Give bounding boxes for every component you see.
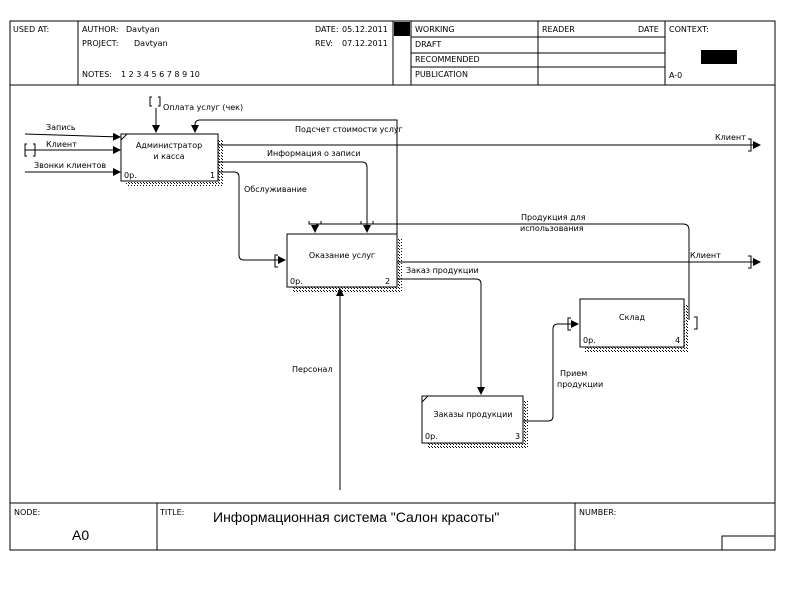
box-3-number: 3 — [515, 432, 520, 441]
diagram-body: Администратор и касса 0р. 1 Оказание усл… — [9, 84, 776, 504]
activity-box-3[interactable]: Заказы продукции 0р. 3 — [421, 395, 528, 448]
rev-value: 07.12.2011 — [342, 39, 388, 48]
arrow-podschet-label: Подсчет стоимости услуг — [295, 125, 403, 134]
activity-box-4[interactable]: Склад 0р. 4 — [579, 298, 689, 352]
diagram-title: Информационная система "Салон красоты" — [213, 509, 499, 525]
tunnel-icon — [24, 143, 36, 157]
arrow-zvonki-label: Звонки клиентов — [34, 161, 106, 170]
arrow-klient-out-1[interactable]: Клиент — [218, 133, 761, 152]
arrow-produkciya[interactable]: Продукция для использования — [308, 213, 698, 330]
context-thumbnail — [701, 50, 737, 64]
arrow-klient-out-2-label: Клиент — [690, 251, 721, 260]
tunnel-icon — [308, 221, 322, 225]
footer: NODE: A0 TITLE: Информационная система "… — [9, 502, 776, 551]
box-4-cost: 0р. — [583, 336, 596, 345]
footer-corner-box — [721, 535, 776, 551]
box-4-label: Склад — [619, 313, 645, 322]
tunnel-icon — [694, 316, 698, 330]
author-value: Davtyan — [126, 25, 160, 34]
box-2-label: Оказание услуг — [309, 251, 375, 260]
reader-date-label: DATE — [638, 25, 659, 34]
arrow-podschet[interactable]: Подсчет стоимости услуг — [191, 119, 403, 250]
activity-box-1[interactable]: Администратор и касса 0р. 1 — [120, 133, 223, 186]
arrow-info-label: Информация о записи — [267, 149, 361, 158]
node-value: A0 — [72, 527, 89, 543]
arrow-info[interactable]: Информация о записи — [218, 149, 371, 233]
notes-value: 1 2 3 4 5 6 7 8 9 10 — [121, 70, 200, 79]
arrow-priem[interactable]: Прием продукции — [523, 317, 603, 422]
box-2-cost: 0р. — [290, 277, 303, 286]
status-draft: DRAFT — [415, 40, 441, 49]
arrow-zapis[interactable]: Запись — [24, 123, 121, 141]
notes-label: NOTES: — [82, 70, 112, 79]
activity-box-2[interactable]: Оказание услуг 0р. 2 — [286, 233, 402, 292]
project-value: Davtyan — [134, 39, 168, 48]
context-node: A-0 — [669, 71, 682, 80]
box-2-number: 2 — [385, 277, 390, 286]
working-status-marker — [394, 22, 410, 36]
arrow-klient-out-2[interactable]: Клиент — [397, 251, 761, 269]
node-label: NODE: — [14, 508, 40, 517]
arrow-personal-label: Персонал — [292, 365, 333, 374]
arrow-obsluzh-label: Обслуживание — [244, 185, 307, 194]
title-label: TITLE: — [159, 508, 184, 517]
tunnel-icon — [567, 317, 571, 331]
arrow-zvonki[interactable]: Звонки клиентов — [25, 161, 121, 176]
tunnel-icon — [748, 255, 752, 269]
arrow-personal[interactable]: Персонал — [292, 288, 344, 490]
tunnel-icon — [360, 221, 374, 225]
arrow-zakaz[interactable]: Заказ продукции — [397, 266, 485, 395]
rev-label: REV: — [315, 39, 333, 48]
tunnel-icon — [274, 254, 278, 268]
arrow-klient-in[interactable]: Клиент — [24, 140, 121, 157]
date-label: DATE: — [315, 25, 339, 34]
box-1-cost: 0р. — [124, 171, 137, 180]
box-4-number: 4 — [675, 336, 680, 345]
arrow-priem-label-1: Прием — [560, 369, 587, 378]
arrow-obsluzh[interactable]: Обслуживание — [218, 171, 307, 268]
box-3-label: Заказы продукции — [433, 410, 512, 419]
date-value: 05.12.2011 — [342, 25, 388, 34]
box-1-number: 1 — [210, 171, 215, 180]
tunnel-icon — [748, 138, 752, 152]
arrow-priem-label-2: продукции — [557, 380, 603, 389]
arrow-oplata-label: Оплата услуг (чек) — [163, 103, 243, 112]
arrow-produkciya-label-2: использования — [520, 224, 584, 233]
reader-label: READER — [542, 25, 575, 34]
arrow-zakaz-label: Заказ продукции — [406, 266, 479, 275]
tunnel-icon — [149, 96, 161, 107]
used-at-label: USED AT: — [13, 25, 49, 34]
author-label: AUTHOR: — [82, 25, 119, 34]
box-1-label-line-1: Администратор — [136, 141, 202, 150]
arrow-oplata[interactable]: Оплата услуг (чек) — [149, 96, 243, 133]
status-publication: PUBLICATION — [415, 70, 468, 79]
number-label: NUMBER: — [579, 508, 616, 517]
header: USED AT: AUTHOR: Davtyan PROJECT: Davtya… — [9, 20, 776, 86]
arrow-zapis-label: Запись — [46, 123, 76, 132]
box-1-label-line-2: и касса — [153, 152, 184, 161]
status-recommended: RECOMMENDED — [415, 55, 480, 64]
footer-border — [9, 502, 776, 551]
arrow-produkciya-label-1: Продукция для — [521, 213, 586, 222]
context-label: CONTEXT: — [669, 25, 709, 34]
arrow-klient-out-1-label: Клиент — [715, 133, 746, 142]
project-label: PROJECT: — [82, 39, 118, 48]
arrow-klient-in-label: Клиент — [46, 140, 77, 149]
box-3-cost: 0р. — [425, 432, 438, 441]
status-working: WORKING — [415, 25, 455, 34]
